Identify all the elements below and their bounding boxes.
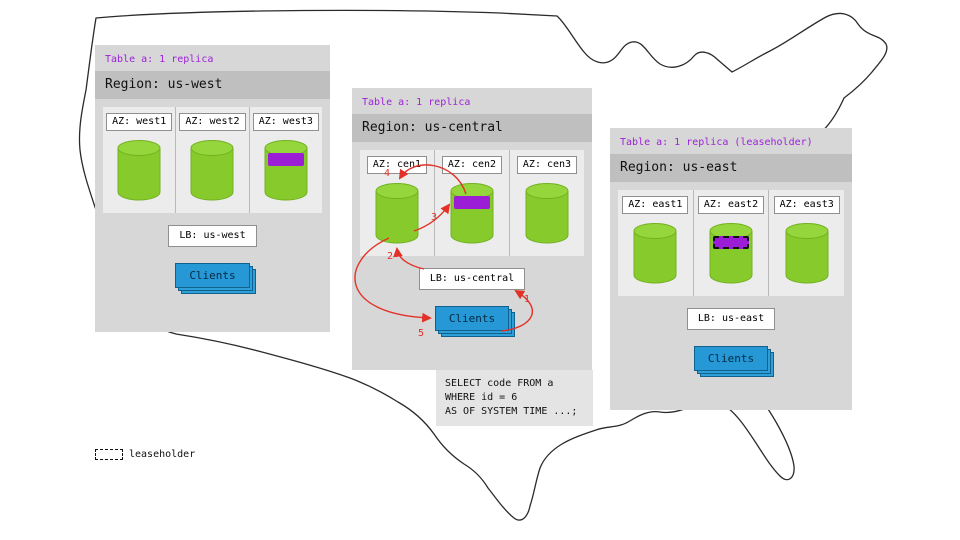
- load-balancer-box: LB: us-west: [168, 225, 257, 247]
- region-header: Region: us-central: [352, 114, 592, 142]
- az-column-west1: AZ: west1: [103, 107, 177, 213]
- table-replica-title: Table a: 1 replica (leaseholder): [620, 137, 813, 148]
- database-cylinder-icon: [263, 139, 309, 201]
- az-label: AZ: cen3: [516, 156, 578, 174]
- clients-button: Clients: [693, 346, 769, 371]
- az-label: AZ: east1: [622, 196, 689, 214]
- leaseholder-replica-band: [713, 236, 749, 249]
- flow-step-4: 4: [384, 168, 391, 179]
- legend-label: leaseholder: [129, 449, 196, 460]
- load-balancer-box: LB: us-central: [418, 268, 526, 290]
- az-column-east2: AZ: east2: [694, 190, 770, 296]
- flow-step-1: 1: [524, 294, 531, 305]
- az-label: AZ: cen2: [441, 156, 503, 174]
- region-header: Region: us-east: [610, 154, 852, 182]
- az-label: AZ: east3: [773, 196, 840, 214]
- az-column-east3: AZ: east3: [769, 190, 844, 296]
- az-column-west2: AZ: west2: [176, 107, 250, 213]
- clients-button: Clients: [434, 306, 510, 331]
- sql-line: AS OF SYSTEM TIME ...;: [445, 406, 578, 417]
- database-cylinder-icon: [189, 139, 235, 201]
- region-panel-us-east: Table a: 1 replica (leaseholder) Region:…: [610, 128, 852, 410]
- az-label: AZ: cen1: [366, 156, 428, 174]
- az-area: AZ: east1 AZ: east2: [618, 190, 844, 296]
- table-replica-title: Table a: 1 replica: [362, 97, 471, 108]
- az-column-east1: AZ: east1: [618, 190, 694, 296]
- sql-line: SELECT code FROM a: [445, 378, 554, 389]
- database-cylinder-icon: [632, 222, 678, 284]
- region-header: Region: us-west: [95, 71, 330, 99]
- az-label: AZ: west3: [252, 113, 319, 131]
- az-column-west3: AZ: west3: [250, 107, 322, 213]
- flow-step-3: 3: [431, 212, 438, 223]
- sql-query-box: SELECT code FROM a WHERE id = 6 AS OF SY…: [436, 370, 593, 426]
- clients-button: Clients: [175, 263, 250, 288]
- replica-band: [454, 196, 490, 209]
- az-label: AZ: east2: [697, 196, 765, 214]
- table-replica-title: Table a: 1 replica: [105, 54, 214, 65]
- load-balancer-box: LB: us-east: [686, 308, 776, 330]
- az-area: AZ: cen1 AZ: cen2: [360, 150, 584, 256]
- az-area: AZ: west1 AZ: west2 AZ:: [103, 107, 322, 213]
- legend: leaseholder: [95, 449, 195, 460]
- database-cylinder-icon: [374, 182, 420, 244]
- leaseholder-swatch-icon: [95, 449, 123, 460]
- flow-step-2: 2: [387, 251, 394, 262]
- flow-step-5: 5: [418, 328, 425, 339]
- database-cylinder-icon: [784, 222, 830, 284]
- database-cylinder-icon: [449, 182, 495, 244]
- az-column-cen2: AZ: cen2: [435, 150, 510, 256]
- database-cylinder-icon: [708, 222, 754, 284]
- region-panel-us-west: Table a: 1 replica Region: us-west AZ: w…: [95, 45, 330, 332]
- database-cylinder-icon: [116, 139, 162, 201]
- sql-line: WHERE id = 6: [445, 392, 518, 403]
- az-column-cen1: AZ: cen1: [360, 150, 435, 256]
- az-column-cen3: AZ: cen3: [510, 150, 584, 256]
- az-label: AZ: west1: [106, 113, 173, 131]
- replica-band: [267, 153, 304, 166]
- az-label: AZ: west2: [179, 113, 246, 131]
- database-cylinder-icon: [524, 182, 570, 244]
- region-panel-us-central: Table a: 1 replica Region: us-central AZ…: [352, 88, 592, 370]
